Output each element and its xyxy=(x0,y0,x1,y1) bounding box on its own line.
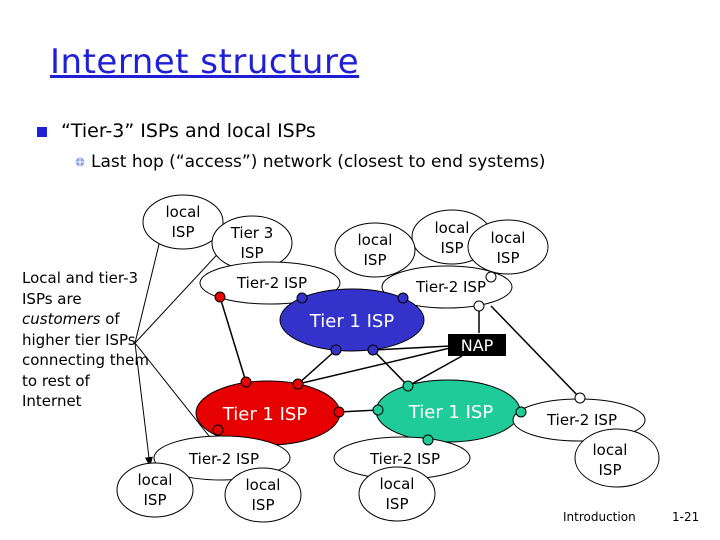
router-white-tier2-right-2 xyxy=(485,271,497,283)
tier1-left-label: Tier 1 ISP xyxy=(222,404,308,425)
tier1-isp-right: Tier 1 ISP xyxy=(375,379,521,443)
local-isp-label-2: ISP xyxy=(144,491,167,509)
tier2-top-right-label: Tier-2 ISP xyxy=(415,278,486,296)
footer-page-number: 1-21 xyxy=(672,510,700,524)
note-part2: of higher tier ISPs connecting them to r… xyxy=(22,310,149,410)
local-isp-label-2: ISP xyxy=(497,249,520,267)
router-blue-top-1 xyxy=(330,344,342,356)
router-white-tier2-far xyxy=(574,392,586,404)
link-tier2-right-to-tier2-far xyxy=(490,305,581,399)
tier2-top-left-label: Tier-2 ISP xyxy=(236,274,307,292)
router-red-left-3 xyxy=(333,406,345,418)
local-isp-bottom-right: local ISP xyxy=(358,466,436,522)
router-dots xyxy=(212,271,586,446)
router-blue-top-2 xyxy=(367,344,379,356)
tier1-isp-top: Tier 1 ISP xyxy=(279,288,425,352)
local-isp-label-1: local xyxy=(380,475,415,493)
router-red-left-2 xyxy=(292,378,304,390)
local-isp-label-1: local xyxy=(491,229,526,247)
tier1-top-label: Tier 1 ISP xyxy=(309,311,395,332)
link-nap-to-tier1-top xyxy=(372,345,451,351)
local-isp-top-left: local ISP xyxy=(142,194,224,250)
router-white-tier2-right-1 xyxy=(473,300,485,312)
router-red-tier2-left xyxy=(214,291,226,303)
bullet2-text: Last hop (“access”) network (closest to … xyxy=(91,152,546,172)
local-isp-label-1: local xyxy=(358,231,393,249)
local-isp-label-2: ISP xyxy=(252,496,275,514)
tier2-bottom-left-label: Tier-2 ISP xyxy=(188,450,259,468)
network-links xyxy=(217,296,581,445)
local-isp-top-right: local ISP xyxy=(467,219,549,275)
customers-note: Local and tier-3 ISPs are customers of h… xyxy=(22,268,150,412)
local-isp-bottom-mid: local ISP xyxy=(224,467,302,523)
square-bullet-icon xyxy=(37,126,47,137)
local-isp-label-2: ISP xyxy=(364,251,387,269)
local-isp-label-2: ISP xyxy=(386,495,409,513)
router-red-left-4 xyxy=(212,424,224,436)
local-isp-label-1: local xyxy=(246,476,281,494)
router-teal-right-4 xyxy=(515,406,527,418)
tier1-isp-left: Tier 1 ISP xyxy=(195,380,341,446)
link-nap-to-tier1-right xyxy=(407,355,463,387)
note-part1: Local and tier-3 ISPs are xyxy=(22,269,139,308)
link-tier1-top-to-tier1-right xyxy=(372,349,409,387)
local-isp-label-1: local xyxy=(593,441,628,459)
router-blue-tier2-right xyxy=(397,292,409,304)
arrow-to-local-bottom-left xyxy=(134,342,153,467)
local-isp-label-2: ISP xyxy=(599,461,622,479)
local-isp-label-1: local xyxy=(435,219,470,237)
tier2-right-label: Tier-2 ISP xyxy=(546,411,617,429)
link-nap-to-tier1-left xyxy=(297,347,451,385)
router-teal-right-3 xyxy=(422,434,434,446)
note-emphasis: customers xyxy=(22,310,101,328)
local-isp-bottom-left: local ISP xyxy=(116,462,194,518)
router-blue-tier2-left xyxy=(296,292,308,304)
slide-title: Internet structure xyxy=(50,42,360,82)
local-isp-label-2: ISP xyxy=(172,223,195,241)
tier3-isp: Tier 3 ISP xyxy=(211,215,293,271)
tier2-bottom-mid-label: Tier-2 ISP xyxy=(369,450,440,468)
bullet-last-hop: Last hop (“access”) network (closest to … xyxy=(75,152,545,172)
local-isp-right: local ISP xyxy=(574,428,660,488)
link-tier2-left-to-tier1-left xyxy=(219,296,247,383)
footer-section: Introduction xyxy=(563,510,636,524)
local-isp-label-2: ISP xyxy=(441,239,464,257)
sub-bullet-icon xyxy=(75,157,85,167)
bullet1-text: “Tier-3” ISPs and local ISPs xyxy=(61,120,316,142)
tier3-label-2: ISP xyxy=(241,244,264,262)
local-isp-label-1: local xyxy=(138,471,173,489)
bullet-tier3-local: “Tier-3” ISPs and local ISPs xyxy=(37,120,316,142)
router-red-left-1 xyxy=(240,376,252,388)
nap-label: NAP xyxy=(461,336,494,355)
tier2-isp-bottom-mid: Tier-2 ISP xyxy=(333,436,471,480)
arrow-to-local-top xyxy=(134,231,164,344)
link-tier1-left-to-tier1-right xyxy=(338,409,379,413)
tier2-isp-top-right: Tier-2 ISP xyxy=(381,265,513,309)
router-teal-right-2 xyxy=(372,404,384,416)
arrow-to-tier3 xyxy=(134,244,227,344)
local-isp-top-mid: local ISP xyxy=(334,222,416,278)
tier3-label-1: Tier 3 xyxy=(230,224,274,242)
nap-box: NAP xyxy=(448,334,506,356)
local-isp-label-1: local xyxy=(166,203,201,221)
router-teal-right-1 xyxy=(402,380,414,392)
tier1-right-label: Tier 1 ISP xyxy=(408,402,494,423)
link-tier1-top-to-tier1-left xyxy=(297,349,337,385)
